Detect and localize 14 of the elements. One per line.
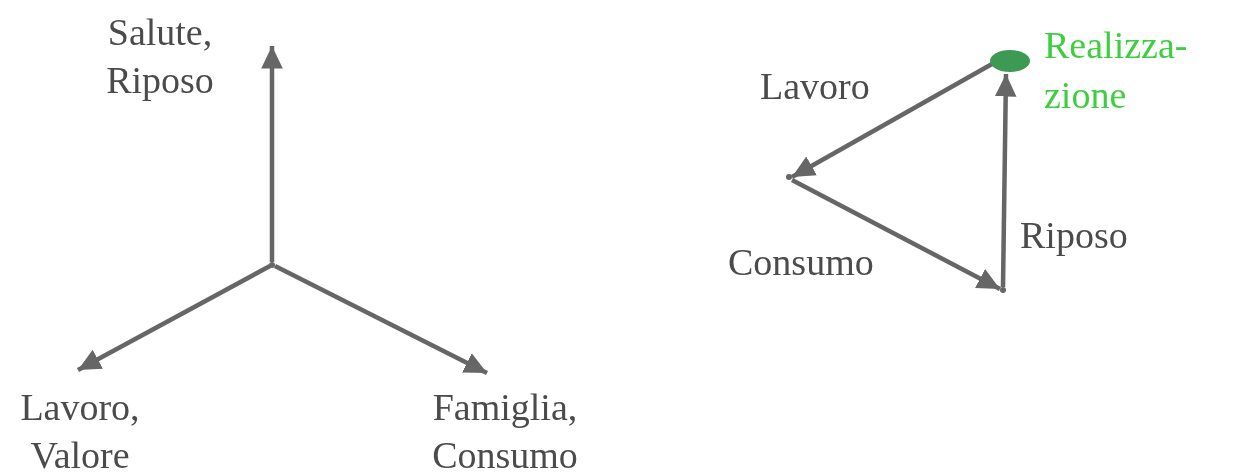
axis-label: Famiglia, Consumo [431,385,579,475]
arrow [790,178,1002,291]
arrow [261,46,283,262]
arrow [790,62,994,179]
arrow [76,264,272,372]
arrow [994,73,1017,288]
end-point-dot [990,50,1030,72]
vertex-point [1000,287,1006,293]
axis-label: Lavoro, Valore [19,385,141,475]
axis-label: Salute, Riposo [105,10,215,103]
vertex-point [269,262,275,268]
vertex-point [786,174,792,180]
arrow [274,264,488,375]
node-caption: Realizza- zione [1044,23,1189,118]
